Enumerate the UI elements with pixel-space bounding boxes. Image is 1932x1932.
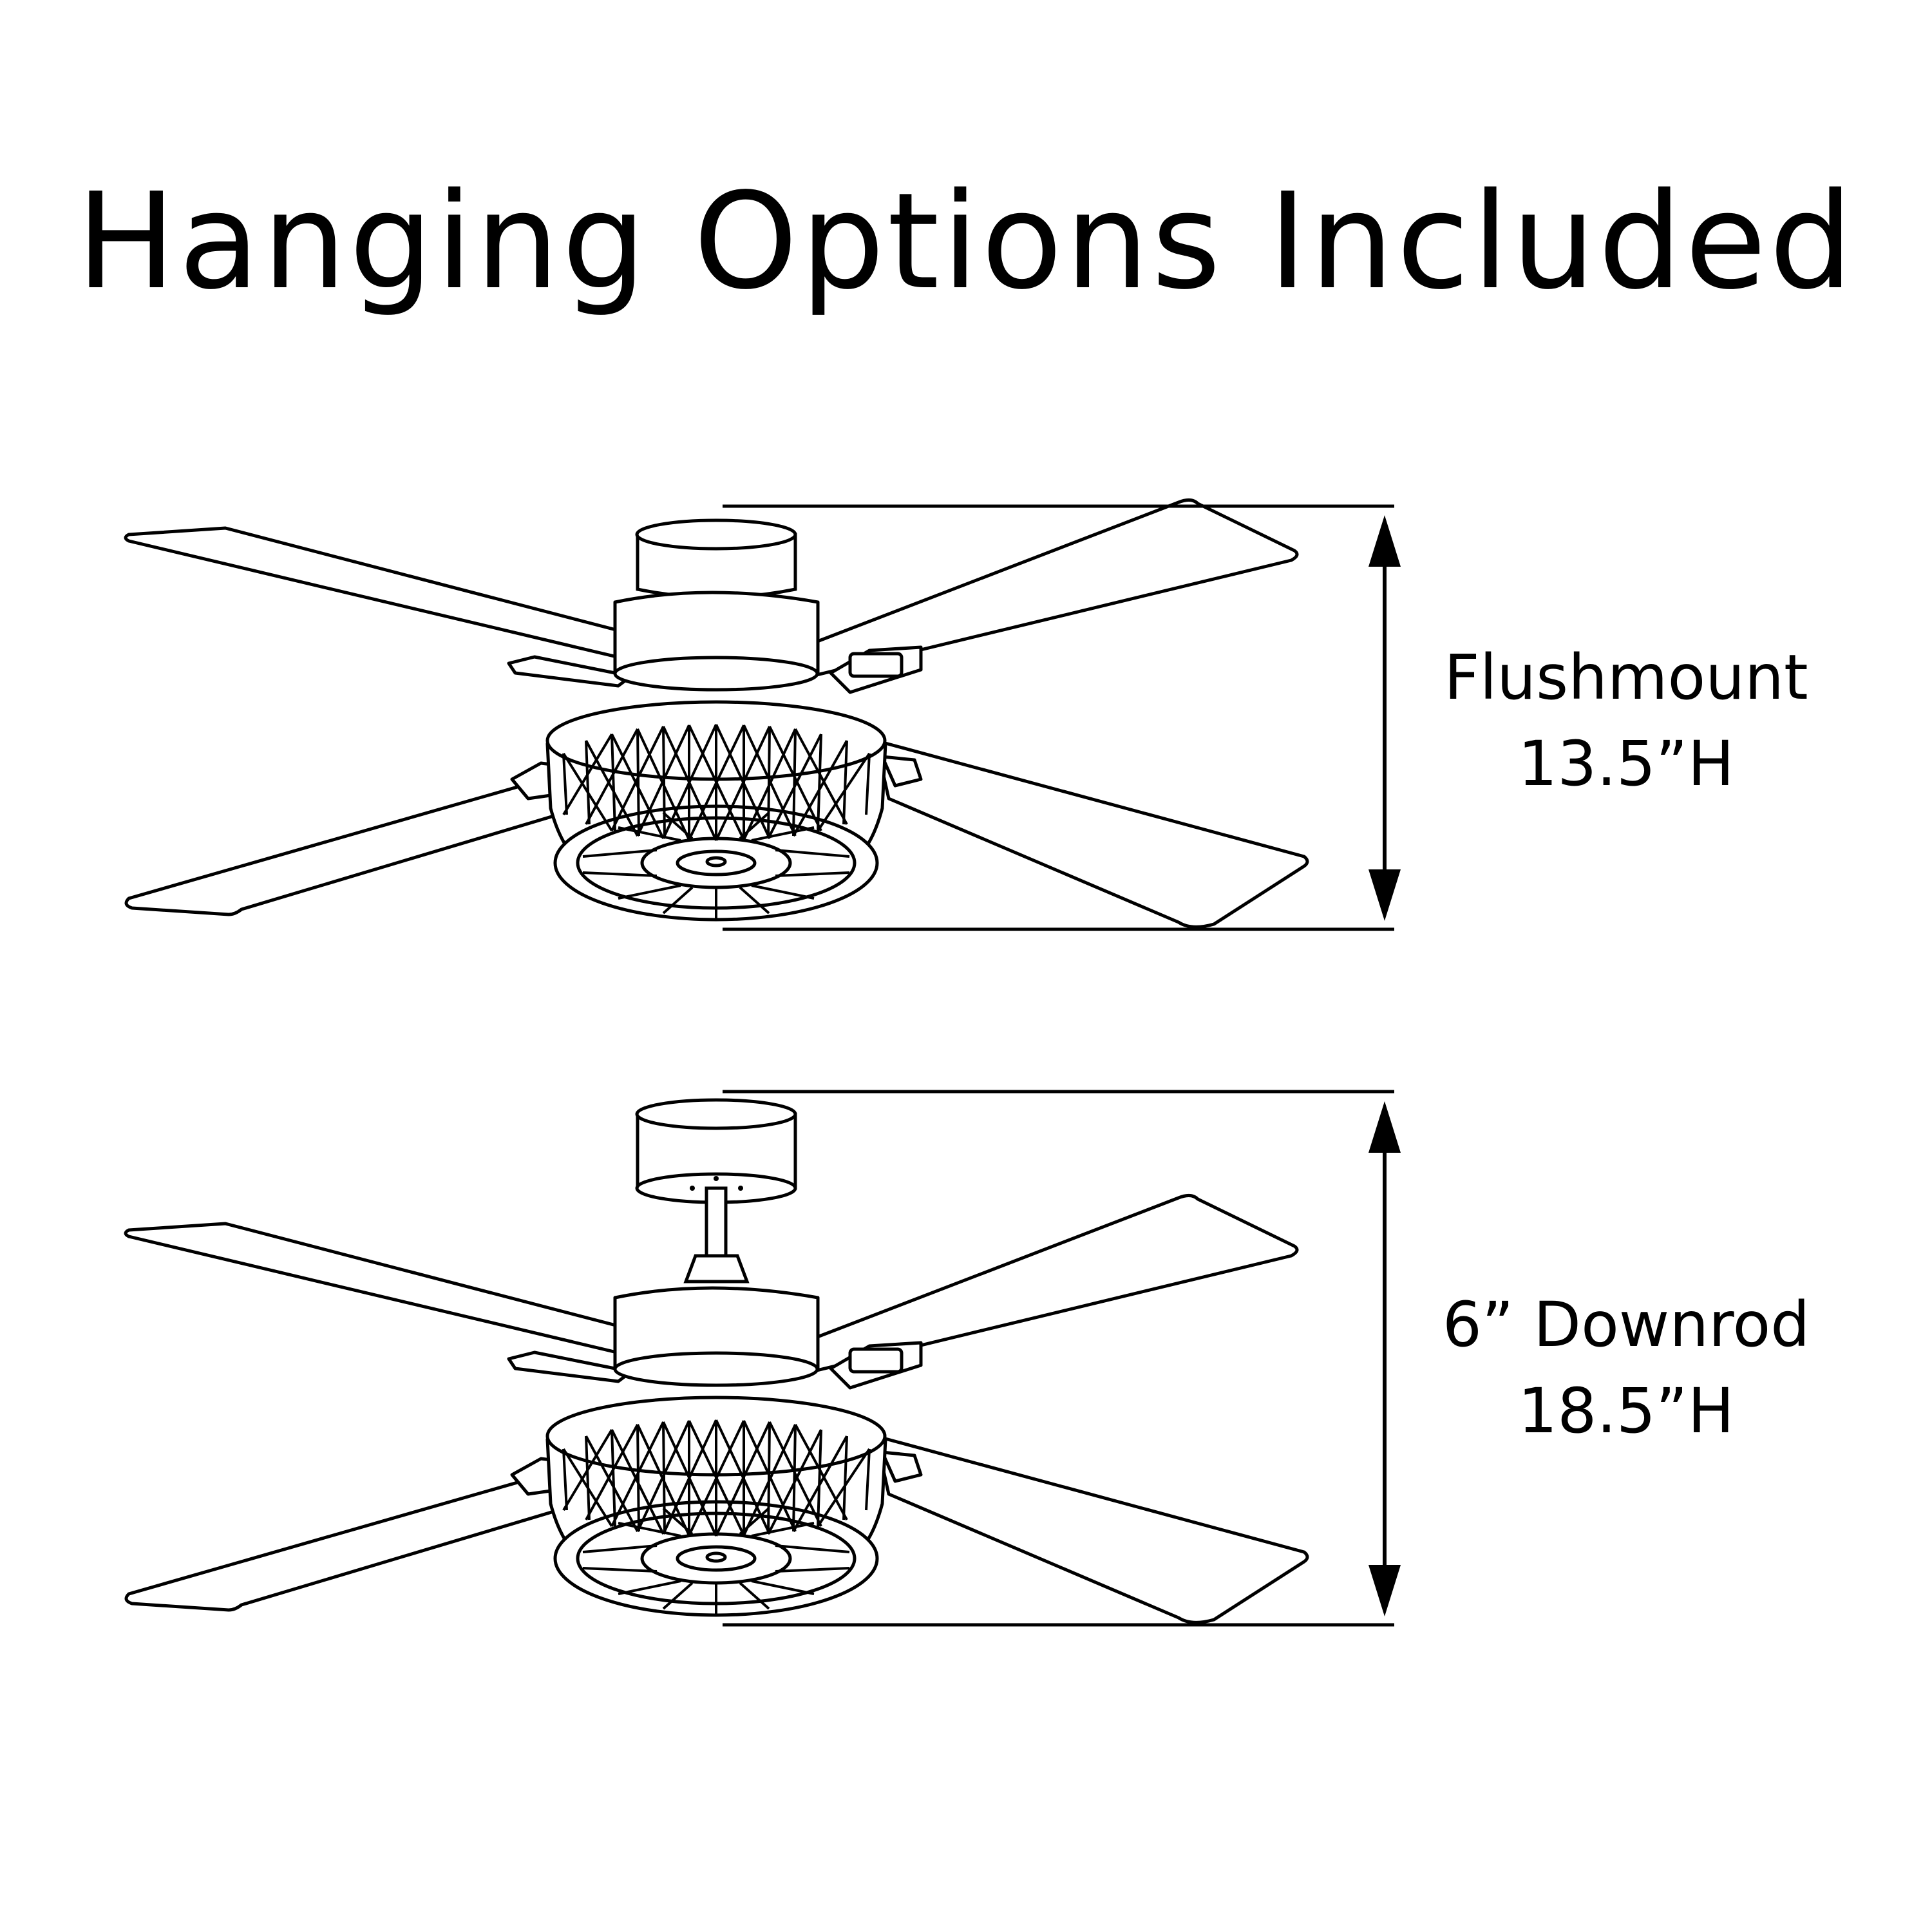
flushmount-arrow-down-icon [1368,869,1401,921]
flushmount-name: Flushmount [1444,641,1808,714]
flushmount-label: Flushmount 13.5”H [1378,634,1874,807]
flushmount-height: 13.5”H [1518,728,1734,800]
downrod-arrow-up-icon [1368,1101,1401,1153]
downrod-name: 6” Downrod [1442,1289,1810,1361]
downrod-arrow-down-icon [1368,1565,1401,1616]
flushmount-fan [126,500,1401,931]
downrod-height: 18.5”H [1518,1375,1734,1447]
downrod-fan [126,1090,1401,1627]
page-title: Hanging Options Included [76,164,1856,319]
downrod-label: 6” Downrod 18.5”H [1378,1282,1874,1454]
flushmount-arrow-up-icon [1368,515,1401,567]
downrod [705,1186,728,1261]
